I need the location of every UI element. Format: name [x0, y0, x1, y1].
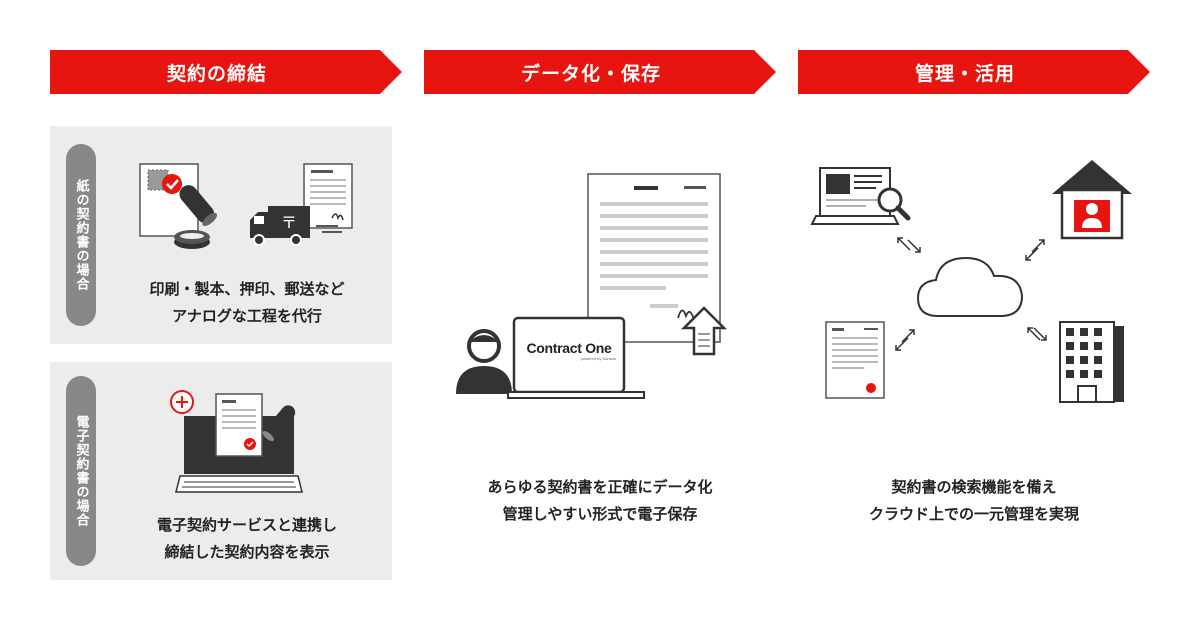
paper-contract-panel: 紙の契約書の場合 〒 印刷・製本、押印、郵送など アナログ: [50, 126, 392, 344]
stamped-document-icon: [139, 163, 218, 249]
paper-caption-line-1: 印刷・製本、押印、郵送など: [149, 280, 345, 298]
document-upload-icon: [587, 173, 728, 356]
digital-contract-panel: 電子契約書の場合 電子契約サービスと連携し 締結した契約内容を表示: [50, 362, 392, 580]
manage-caption-line-1: 契約書の検索機能を備え: [891, 478, 1057, 496]
svg-text:〒: 〒: [281, 213, 297, 232]
home-user-icon: [1052, 160, 1132, 240]
banner-contract-signing: 契約の締結: [50, 50, 402, 94]
contract-one-logo-subtext: powered by Sansan: [580, 356, 616, 361]
contract-one-logo-text: Contract One: [526, 340, 612, 356]
sync-arrows-icon: [895, 237, 1047, 351]
paper-caption-line-2: アナログな工程を代行: [172, 307, 322, 325]
data-storage-caption: あらゆる契約書を正確にデータ化 管理しやすい形式で電子保存: [424, 474, 776, 528]
data-caption-line-2: 管理しやすい形式で電子保存: [502, 505, 698, 523]
digital-caption-line-2: 締結した契約内容を表示: [164, 543, 330, 561]
user-icon: [456, 329, 512, 394]
data-caption-line-1: あらゆる契約書を正確にデータ化: [487, 478, 713, 496]
paper-contract-caption: 印刷・製本、押印、郵送など アナログな工程を代行: [116, 276, 378, 330]
laptop-contract-icon: [170, 390, 303, 493]
manage-caption-line-2: クラウド上での一元管理を実現: [868, 505, 1079, 523]
digital-caption-line-1: 電子契約サービスと連携し: [156, 516, 337, 534]
banner-management: 管理・活用: [798, 50, 1150, 94]
search-computer-icon: [810, 167, 911, 225]
office-building-icon: [1059, 321, 1124, 403]
delivery-truck-icon: 〒: [250, 163, 353, 246]
digital-contract-caption: 電子契約サービスと連携し 締結した契約内容を表示: [116, 512, 378, 566]
cloud-icon: [916, 256, 1024, 317]
management-caption: 契約書の検索機能を備え クラウド上での一元管理を実現: [798, 474, 1150, 528]
document-stamp-icon: [825, 321, 885, 399]
laptop-icon: [507, 316, 645, 399]
paper-contract-tag: 紙の契約書の場合: [66, 144, 96, 326]
contract-one-logo: Contract One powered by Sansan: [516, 340, 622, 361]
banner-data-storage: データ化・保存: [424, 50, 776, 94]
digital-contract-tag: 電子契約書の場合: [66, 376, 96, 566]
